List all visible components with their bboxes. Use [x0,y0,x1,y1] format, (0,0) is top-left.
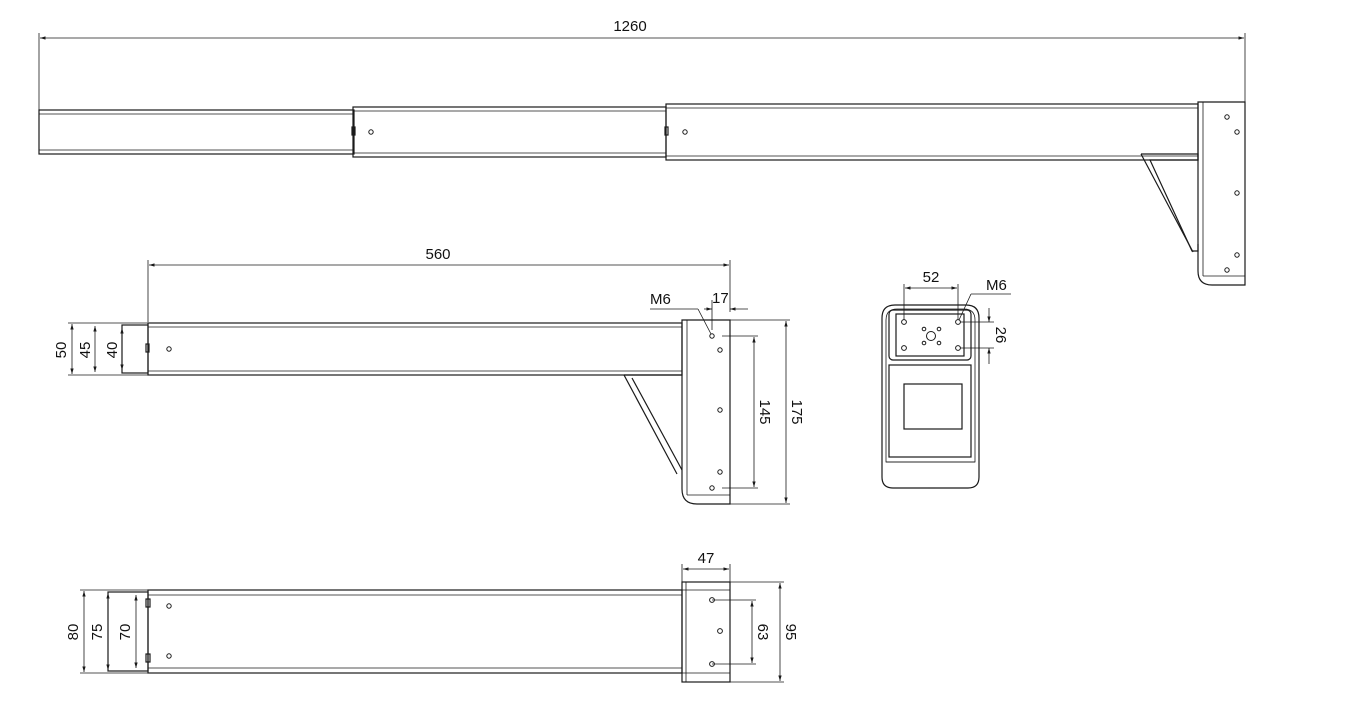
extension-length-label: 560 [425,246,450,263]
dimension-hole-width: 52 [903,269,959,320]
mounting-plate [1197,101,1246,286]
tube-inner-height-label: 40 [104,342,121,359]
tube-segment-2 [351,106,667,158]
dimension-extension-length: 560 [147,246,731,322]
support-brace [1140,153,1199,253]
tube-mid-width-label: 75 [89,624,106,641]
plate-width-label: 95 [782,624,799,641]
bolt-hole [955,319,961,325]
tube-mid-height-label: 45 [77,342,94,359]
hole-spacing-label: 145 [756,399,773,424]
thread-left-label: M6 [650,291,671,308]
dimension-tube-widths: 80 75 70 [65,589,148,674]
tube-segment-3 [664,103,1199,161]
side-tube [121,322,683,376]
bolt-hole [921,340,927,346]
dimension-tube-heights: 50 45 40 [53,322,148,376]
bolt-hole [717,469,723,475]
callout-thread-left: M6 [650,291,712,335]
end-view: 52 M6 26 [881,269,1011,489]
dimension-plate-heights: 145 175 [722,319,805,505]
hole-offset-label: 17 [712,290,729,307]
tube-segment-1 [38,109,355,155]
tube-outer-height-label: 50 [53,342,70,359]
dimension-hole-offset: 17 [704,290,748,330]
hole-spacing-label: 63 [754,624,771,641]
bolt-hole [955,345,961,351]
tube-inner-width-label: 70 [117,624,134,641]
bolt-hole [368,129,374,135]
bolt-hole [717,628,723,634]
center-hole [926,331,936,341]
overall-length-label: 1260 [613,18,646,35]
dimension-plate-depth: 47 [681,550,731,582]
side-view: 560 [53,246,805,505]
bolt-hole [936,340,942,346]
bolt-hole [901,319,907,325]
bolt-hole [921,326,927,332]
bolt-hole [936,326,942,332]
dimension-hole-pitch: 26 [960,308,1009,364]
hole-pitch-label: 26 [992,327,1009,344]
bolt-hole [166,603,172,609]
bolt-hole [682,129,688,135]
plate-depth-label: 47 [698,550,715,567]
side-plate [681,319,731,505]
bolt-hole [709,333,715,339]
thread-right-label: M6 [986,277,1007,294]
bolt-hole [1234,129,1240,135]
bolt-hole [1224,267,1230,273]
dimension-overall-length: 1260 [38,18,1246,150]
plate-height-label: 175 [788,399,805,424]
bolt-hole [166,653,172,659]
hole-width-label: 52 [923,269,940,286]
bolt-hole [901,345,907,351]
dimension-plate-widths: 63 95 [712,581,799,683]
bolt-hole [1224,114,1230,120]
bottom-view: 47 80 75 70 63 95 [65,550,799,683]
callout-thread-right: M6 [958,277,1011,321]
bolt-hole [717,347,723,353]
bolt-hole [1234,190,1240,196]
tube-outer-width-label: 80 [65,624,82,641]
top-view: 1260 [38,18,1246,286]
bolt-hole [717,407,723,413]
bolt-hole [709,485,715,491]
bolt-hole [1234,252,1240,258]
bolt-hole [166,346,172,352]
side-brace [623,374,683,475]
